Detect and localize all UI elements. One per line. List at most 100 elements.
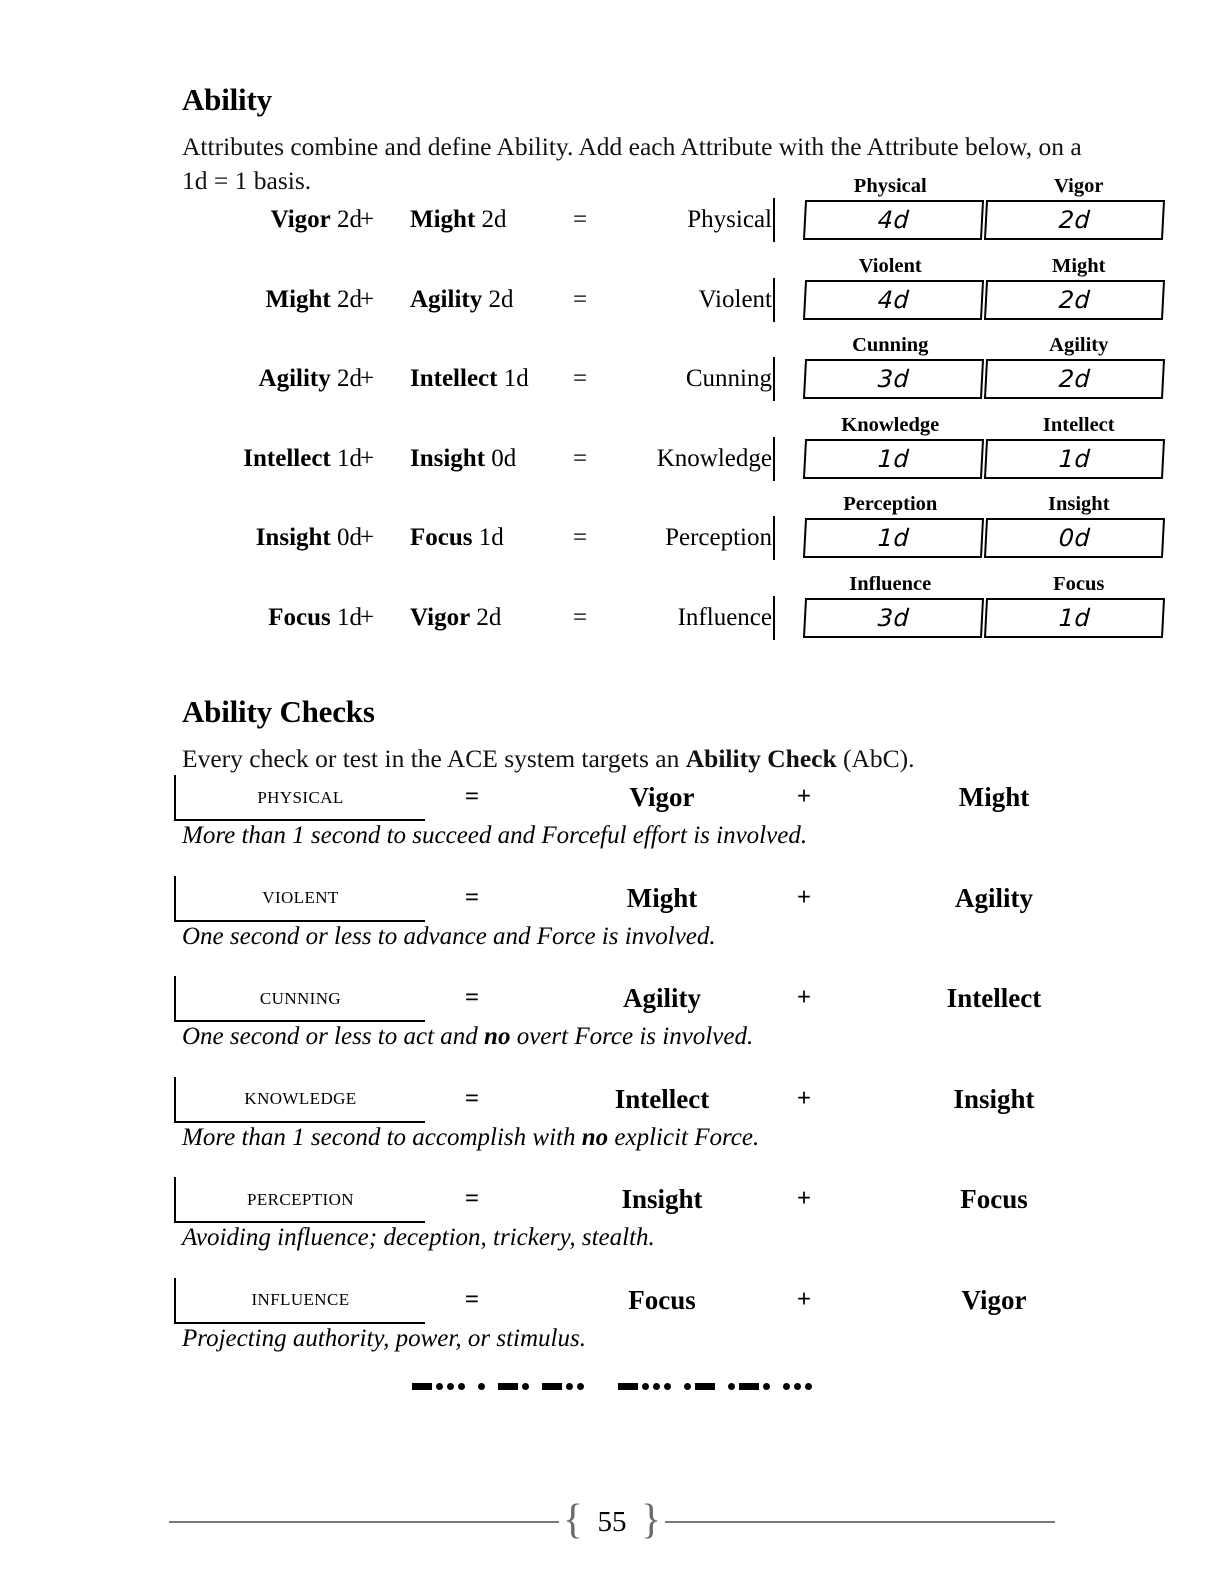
value-box-left[interactable]: 1d bbox=[802, 438, 985, 479]
morse-dash-icon bbox=[739, 1383, 759, 1390]
attribute-name: Intellect bbox=[410, 365, 498, 392]
value-box-label-left: Influence bbox=[849, 572, 932, 595]
ability-check-label-text: Violent bbox=[262, 883, 339, 909]
morse-dot-icon bbox=[653, 1383, 660, 1390]
value-box-left[interactable]: 3d bbox=[802, 359, 985, 399]
morse-dash-icon bbox=[498, 1383, 518, 1390]
checks-intro-prefix: Every check or test in the ACE system ta… bbox=[182, 743, 686, 773]
combination-equation: Intellect 1d+Insight 0d=Knowledge bbox=[182, 441, 782, 477]
morse-dot-icon bbox=[577, 1383, 584, 1390]
equation-result: Physical bbox=[687, 206, 772, 233]
equation-right-operand: Vigor 2d bbox=[410, 600, 501, 636]
morse-dot-icon bbox=[805, 1383, 812, 1390]
morse-code-ornament bbox=[0, 1383, 1224, 1390]
plus-operator: + bbox=[359, 365, 375, 392]
morse-letter bbox=[684, 1383, 715, 1390]
equation-result: Knowledge bbox=[656, 444, 772, 472]
attribute-name: Focus bbox=[410, 524, 473, 551]
value-box-label-right: Vigor bbox=[1054, 175, 1104, 197]
ability-check-description: More than 1 second to accomplish with no… bbox=[182, 1121, 759, 1155]
ability-check-description: Avoiding influence; deception, trickery,… bbox=[182, 1221, 655, 1255]
description-prefix: One second or less to act and bbox=[182, 1023, 485, 1050]
value-box-right[interactable]: 1d bbox=[983, 597, 1166, 638]
ability-check-row: Cunning=Agility+Intellect bbox=[174, 976, 1184, 1022]
value-box-label-right: Might bbox=[1051, 254, 1106, 277]
value-box-labels: Knowledge Intellect bbox=[804, 409, 1165, 436]
morse-word bbox=[618, 1383, 812, 1390]
checks-intro-bold: Ability Check bbox=[685, 743, 837, 773]
equation-right-operand: Agility 2d bbox=[410, 282, 513, 318]
value-box-left[interactable]: 4d bbox=[802, 200, 985, 240]
equals-operator: = bbox=[464, 1285, 480, 1313]
value-box-label-left: Knowledge bbox=[841, 413, 940, 436]
morse-letter bbox=[728, 1383, 770, 1390]
equals-operator: = bbox=[464, 1185, 480, 1212]
morse-letter bbox=[412, 1383, 465, 1390]
value-box-right[interactable]: 0d bbox=[983, 518, 1166, 558]
value-box-right[interactable]: 2d bbox=[983, 359, 1166, 399]
ability-check-label-text: Physical bbox=[257, 782, 344, 809]
value-box-right[interactable]: 2d bbox=[983, 200, 1166, 240]
plus-operator: + bbox=[796, 984, 812, 1011]
attribute-name: Agility bbox=[410, 285, 483, 313]
value-box-left[interactable]: 4d bbox=[802, 279, 985, 320]
combination-equation: Focus 1d+Vigor 2d=Influence bbox=[182, 600, 782, 636]
morse-dash-icon bbox=[542, 1383, 562, 1390]
plus-operator: + bbox=[796, 783, 812, 810]
morse-letter bbox=[498, 1383, 529, 1390]
attribute-dice: 2d bbox=[337, 365, 362, 392]
morse-dot-icon bbox=[794, 1383, 801, 1390]
attribute-dice: 2d bbox=[337, 206, 362, 233]
ability-check-row: Knowledge=Intellect+Insight bbox=[174, 1076, 1184, 1123]
value-box-label-right: Insight bbox=[1047, 493, 1110, 515]
morse-dot-icon bbox=[436, 1383, 443, 1390]
morse-letter bbox=[478, 1383, 485, 1390]
value-box-left[interactable]: 1d bbox=[802, 518, 985, 558]
attribute-dice: 1d bbox=[478, 524, 504, 551]
ability-check-row: Physical=Vigor+Might bbox=[174, 775, 1184, 821]
equation-result: Cunning bbox=[685, 365, 772, 392]
attribute-dice: 0d bbox=[337, 524, 362, 551]
ability-check-term-2: Intellect bbox=[946, 983, 1042, 1013]
ability-check-label: Knowledge bbox=[174, 1076, 425, 1123]
ability-intro-paragraph: Attributes combine and define Ability. A… bbox=[182, 131, 1082, 195]
value-box-right[interactable]: 1d bbox=[983, 438, 1166, 479]
ability-check-term-1: Might bbox=[626, 882, 698, 913]
attribute-name: Insight bbox=[410, 444, 486, 472]
value-box-right[interactable]: 2d bbox=[983, 279, 1166, 320]
attribute-dice: 2d bbox=[476, 603, 502, 631]
morse-dash-icon bbox=[412, 1383, 432, 1390]
morse-letter bbox=[542, 1383, 584, 1390]
description-prefix: Projecting authority, power, or stimulus… bbox=[182, 1324, 586, 1352]
value-box-left[interactable]: 3d bbox=[802, 597, 985, 638]
equation-right-operand: Might 2d bbox=[410, 202, 507, 238]
ability-check-term-2: Agility bbox=[955, 882, 1033, 913]
morse-dash-icon bbox=[618, 1383, 638, 1390]
morse-dot-icon bbox=[728, 1383, 735, 1390]
morse-dot-icon bbox=[458, 1383, 465, 1390]
value-box-label-right: Intellect bbox=[1042, 413, 1115, 436]
ability-check-term-1: Intellect bbox=[614, 1083, 710, 1114]
plus-operator: + bbox=[796, 1285, 812, 1313]
footer-brace-left: { bbox=[562, 1497, 583, 1543]
page-title-ability-checks: Ability Checks bbox=[182, 693, 375, 729]
description-prefix: More than 1 second to accomplish with bbox=[182, 1123, 582, 1151]
attribute-name: Intellect bbox=[243, 444, 331, 472]
equals-operator: = bbox=[572, 603, 588, 631]
ability-check-description: One second or less to advance and Force … bbox=[182, 920, 716, 954]
ability-check-label: Violent bbox=[174, 875, 425, 922]
attribute-name: Insight bbox=[255, 524, 331, 551]
